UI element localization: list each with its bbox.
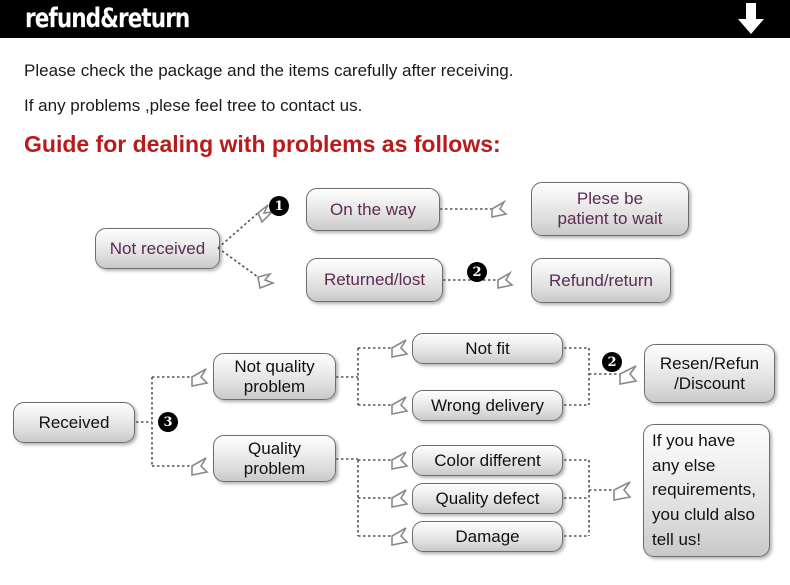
badge-2-upper: 2 — [467, 262, 487, 282]
node-label-line1: Not quality — [234, 356, 315, 376]
node-refund-return[interactable]: Refund/return — [531, 258, 671, 303]
note-line-2: any else — [652, 455, 716, 475]
arrowhead — [257, 272, 276, 290]
node-color-different[interactable]: Color different — [412, 445, 563, 476]
note-line-4: you cluld also — [652, 504, 756, 524]
node-label: On the way — [330, 199, 416, 219]
node-label-line1: Plese be — [576, 189, 644, 209]
note-line-3: requirements, — [652, 480, 756, 500]
node-please-wait[interactable]: Plese be patient to wait — [531, 182, 689, 236]
node-extra-requirements-note[interactable]: If you have any else requirements, you c… — [643, 424, 770, 557]
arrowhead — [191, 457, 209, 476]
arrowhead — [391, 489, 409, 508]
node-label-line2: /Discount — [674, 373, 745, 393]
intro-line-2: If any problems ,plese feel tree to cont… — [24, 96, 363, 115]
arrowhead — [613, 481, 632, 501]
arrowhead — [391, 396, 409, 415]
node-not-received[interactable]: Not received — [95, 228, 220, 269]
node-quality-problem[interactable]: Quality problem — [213, 435, 336, 482]
badge-3: 3 — [158, 412, 178, 432]
node-quality-defect[interactable]: Quality defect — [412, 483, 563, 514]
page-title: refund&return — [25, 3, 190, 34]
node-label-line2: problem — [243, 458, 306, 478]
node-received[interactable]: Received — [13, 402, 135, 443]
arrowhead — [619, 365, 638, 385]
node-resend-refund-discount[interactable]: Resen/Refun /Discount — [644, 344, 775, 403]
node-not-fit[interactable]: Not fit — [412, 333, 563, 364]
node-label-line1: Resen/Refun — [659, 353, 760, 373]
arrowhead — [391, 451, 409, 470]
node-label: Damage — [455, 526, 520, 546]
arrow-down-icon — [738, 3, 764, 34]
node-wrong-delivery[interactable]: Wrong delivery — [412, 390, 563, 421]
note-line-1: If you have — [652, 431, 736, 450]
arrowhead — [497, 270, 514, 289]
node-returned-lost[interactable]: Returned/lost — [306, 258, 443, 302]
node-label: Not received — [109, 238, 206, 258]
header-bar: refund&return — [0, 0, 790, 38]
badge-1: 1 — [269, 196, 289, 216]
node-label: Received — [38, 412, 110, 432]
arrowhead — [491, 199, 508, 218]
intro-line-1: Please check the package and the items c… — [24, 61, 514, 80]
node-label: Not fit — [465, 338, 510, 358]
arrowhead — [191, 368, 209, 387]
node-label-line2: patient to wait — [557, 209, 663, 228]
note-line-5: tell us! — [652, 529, 702, 549]
node-label-line1: Quality — [248, 438, 301, 458]
node-label: Returned/lost — [323, 270, 426, 290]
guide-title: Guide for dealing with problems as follo… — [24, 131, 501, 157]
node-label: Refund/return — [549, 270, 653, 290]
node-on-the-way[interactable]: On the way — [306, 188, 440, 231]
node-label-line2: problem — [243, 376, 306, 396]
node-label: Quality defect — [435, 488, 540, 508]
node-label: Color different — [434, 450, 541, 470]
node-damage[interactable]: Damage — [412, 521, 563, 552]
arrowhead — [257, 204, 275, 224]
arrowhead — [391, 527, 409, 546]
node-not-quality-problem[interactable]: Not quality problem — [213, 353, 336, 400]
badge-2-lower: 2 — [602, 352, 622, 372]
node-label: Wrong delivery — [430, 395, 545, 415]
arrowhead — [391, 339, 409, 358]
